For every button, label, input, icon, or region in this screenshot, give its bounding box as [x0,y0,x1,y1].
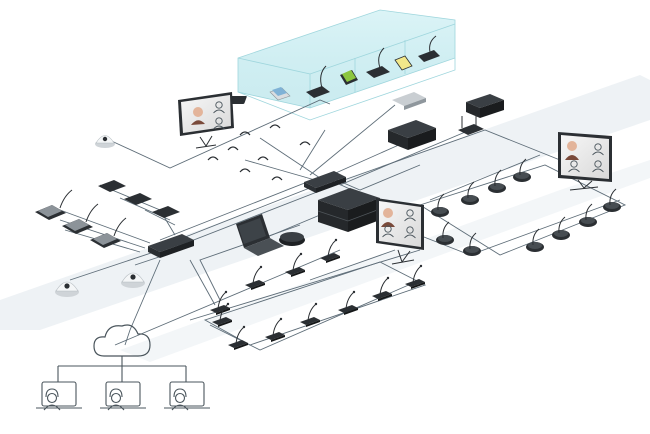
network-switches [148,92,426,258]
lower-table-loop [203,261,427,346]
remote-participant-3 [164,381,210,411]
central-processor [317,188,381,232]
remote-participant-2 [100,381,146,411]
remote-connection-lines [57,356,187,382]
video-display-center [376,198,424,265]
servers [388,94,504,150]
dome-cameras [55,135,145,297]
cloud-icon [93,324,151,357]
interpreter-headsets [207,124,311,181]
conference-speaker [279,232,305,246]
right-table-loop [418,164,627,256]
remote-participant-1 [36,381,82,411]
video-display-right [558,132,612,191]
left-chairman-units [35,189,127,248]
laptop [236,214,284,256]
left-wireless-units [98,180,180,218]
glass-meeting-rooms [224,9,456,121]
video-display-top [178,92,234,149]
wireless-access-point [458,114,484,135]
